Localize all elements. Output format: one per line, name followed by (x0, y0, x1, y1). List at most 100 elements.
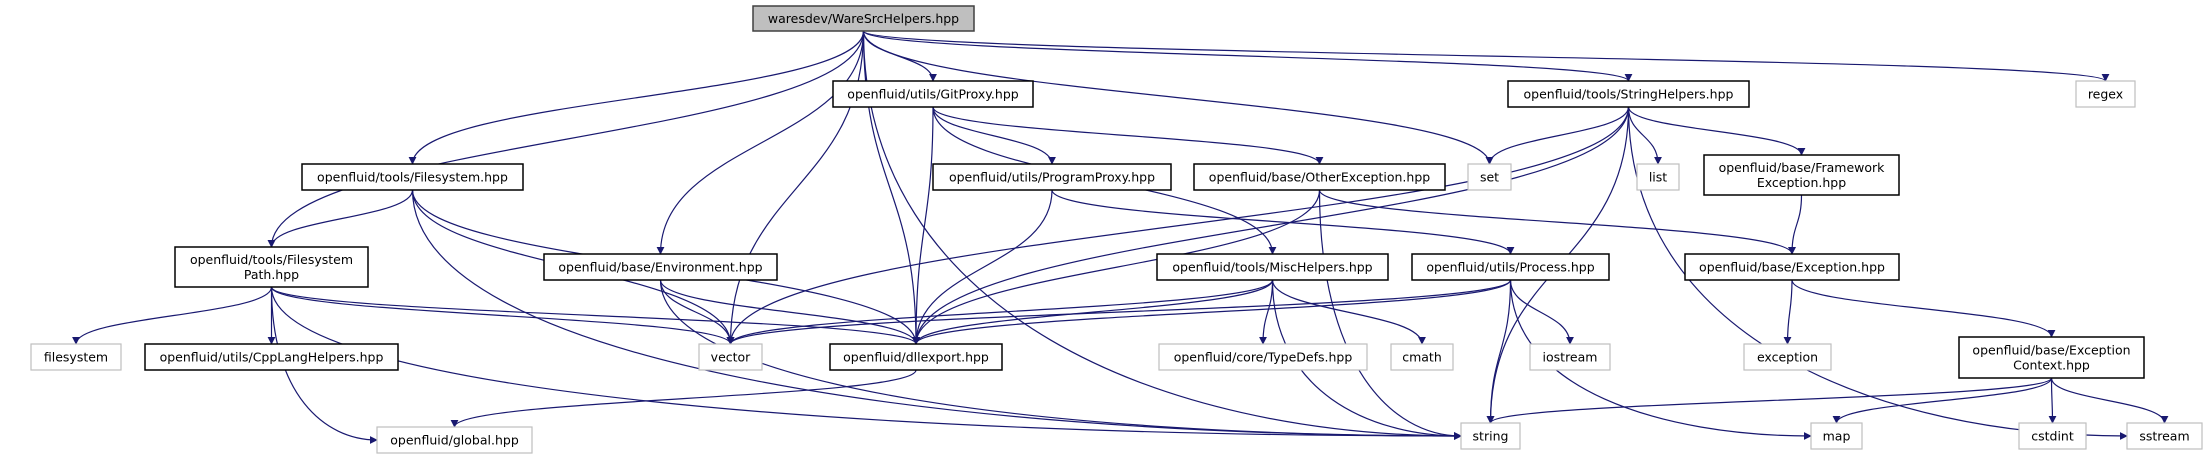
node-exception: exception (1743, 343, 1832, 371)
edge-stringhelpers-to-vector (726, 106, 1630, 345)
node-label: string (1473, 429, 1509, 444)
node-environment[interactable]: openfluid/base/Environment.hpp (543, 253, 778, 281)
node-box (1743, 343, 1832, 371)
edge-filesystempath-to-dllexport (270, 286, 920, 345)
edge-exception_hpp-to-exceptioncontext (1791, 279, 2056, 338)
edge-otherexception-to-string (1318, 189, 1462, 440)
node-box (1156, 253, 1389, 281)
edge-exceptioncontext-to-cstdint (2048, 377, 2057, 424)
node-map: map (1810, 422, 1863, 450)
node-box (1158, 343, 1368, 371)
node-list: list (1636, 163, 1680, 191)
node-label: list (1649, 170, 1667, 185)
edge-exceptioncontext-to-sstream (2050, 377, 2169, 424)
node-box (1684, 253, 1900, 281)
node-box (1411, 253, 1610, 281)
node-filesystem_hpp[interactable]: openfluid/tools/Filesystem.hpp (301, 163, 524, 191)
edge-mischelpers-to-vector (726, 279, 1274, 345)
node-label: Path.hpp (244, 267, 299, 282)
edge-otherexception-to-exception_hpp (1318, 189, 1796, 255)
node-box (376, 426, 533, 454)
node-label: openfluid/core/TypeDefs.hpp (1174, 350, 1353, 365)
edge-environment-to-vector (659, 279, 735, 345)
edge-root-to-filesystem_hpp (408, 30, 865, 165)
node-box (1958, 336, 2145, 379)
node-box (174, 246, 369, 288)
edge-programproxy-to-process (1051, 189, 1515, 255)
edge-mischelpers-to-typedefs (1259, 279, 1274, 345)
edge-root-to-stringhelpers (862, 30, 1633, 82)
node-label: Exception.hpp (1757, 175, 1846, 190)
node-label: map (1823, 429, 1851, 444)
node-string: string (1460, 422, 1521, 450)
node-label: Context.hpp (2013, 358, 2090, 373)
edge-filesystempath-to-vector (270, 286, 735, 345)
node-box (1193, 163, 1446, 191)
edge-root-to-string (862, 30, 1462, 440)
edge-filesystempath-to-global (270, 286, 378, 444)
node-root[interactable]: waresdev/WareSrcHelpers.hpp (752, 5, 975, 32)
node-label: regex (2088, 87, 2123, 102)
node-box (829, 343, 1003, 371)
node-label: iostream (1543, 350, 1598, 365)
node-box (698, 343, 763, 371)
node-label: openfluid/tools/StringHelpers.hpp (1524, 87, 1734, 102)
node-set: set (1467, 163, 1512, 191)
edge-filesystempath-to-filesystem (72, 286, 273, 345)
node-box (30, 343, 122, 371)
node-mischelpers[interactable]: openfluid/tools/MiscHelpers.hpp (1156, 253, 1389, 281)
node-cpplanghelpers[interactable]: openfluid/utils/CppLangHelpers.hpp (144, 343, 399, 371)
edge-stringhelpers-to-frameworkexception (1627, 106, 1806, 156)
edge-frameworkexception-to-exception_hpp (1788, 194, 1803, 255)
node-cstdint: cstdint (2018, 422, 2087, 450)
node-box (144, 343, 399, 371)
node-iostream: iostream (1529, 343, 1611, 371)
node-sstream: sstream (2126, 422, 2203, 450)
node-label: openfluid/utils/ProgramProxy.hpp (949, 170, 1155, 185)
node-label: vector (711, 350, 752, 365)
node-label: openfluid/base/Exception.hpp (1699, 260, 1885, 275)
node-label: openfluid/tools/Filesystem (190, 252, 353, 267)
node-label: exception (1757, 350, 1818, 365)
node-box (1636, 163, 1680, 191)
node-label: openfluid/utils/GitProxy.hpp (847, 87, 1018, 102)
node-programproxy[interactable]: openfluid/utils/ProgramProxy.hpp (932, 163, 1172, 191)
node-box (832, 80, 1034, 108)
node-dllexport[interactable]: openfluid/dllexport.hpp (829, 343, 1003, 371)
node-box (301, 163, 524, 191)
edge-exception_hpp-to-exception (1783, 279, 1793, 345)
edge-mischelpers-to-dllexport (912, 279, 1274, 345)
node-vector: vector (698, 343, 763, 371)
edge-gitproxy-to-programproxy (932, 106, 1056, 165)
node-box (1529, 343, 1611, 371)
edge-mischelpers-to-string (1271, 279, 1462, 440)
edge-gitproxy-to-otherexception (932, 106, 1324, 165)
node-box (1703, 154, 1900, 196)
node-exception_hpp[interactable]: openfluid/base/Exception.hpp (1684, 253, 1900, 281)
node-cmath: cmath (1390, 343, 1454, 371)
node-label: openfluid/base/Framework (1719, 160, 1886, 175)
edge-process-to-iostream (1509, 279, 1574, 345)
edges (72, 30, 2169, 444)
node-gitproxy[interactable]: openfluid/utils/GitProxy.hpp (832, 80, 1034, 108)
node-box (1390, 343, 1454, 371)
node-process[interactable]: openfluid/utils/Process.hpp (1411, 253, 1610, 281)
node-otherexception[interactable]: openfluid/base/OtherException.hpp (1193, 163, 1446, 191)
edge-root-to-vector (726, 30, 865, 345)
edge-environment-to-dllexport (659, 279, 920, 345)
node-box (1460, 422, 1521, 450)
node-label: cstdint (2031, 429, 2074, 444)
edge-filesystem_hpp-to-filesystempath (267, 189, 414, 248)
node-stringhelpers[interactable]: openfluid/tools/StringHelpers.hpp (1507, 80, 1750, 108)
edge-environment-to-string (659, 279, 1462, 440)
edge-mischelpers-to-cmath (1271, 279, 1426, 345)
edge-root-to-regex (862, 30, 2110, 82)
node-label: sstream (2139, 429, 2189, 444)
node-box (752, 5, 975, 32)
node-label: openfluid/base/Exception (1972, 343, 2130, 358)
edge-programproxy-to-dllexport (912, 189, 1053, 345)
edge-process-to-vector (726, 279, 1512, 345)
